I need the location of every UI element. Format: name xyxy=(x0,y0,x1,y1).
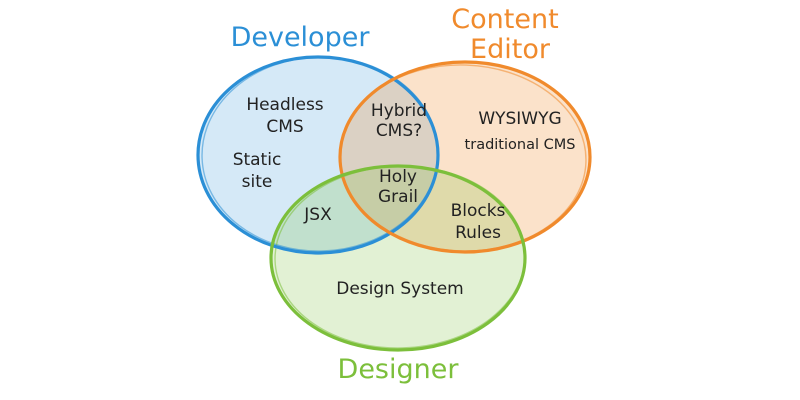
developer-circle-fill xyxy=(198,57,438,253)
region-label-static-site-line2: site xyxy=(242,172,273,192)
designer-circle xyxy=(269,164,527,352)
designer-title: Designer xyxy=(338,354,460,385)
region-label-holy-grail-line2: Grail xyxy=(378,187,418,207)
developer-circle xyxy=(196,55,440,255)
region-label-wysiwyg-line2: traditional CMS xyxy=(465,137,576,153)
content-editor-title-line1: Content xyxy=(451,4,558,35)
content-editor-title-line2: Editor xyxy=(470,34,551,65)
content-editor-circle-fill xyxy=(340,62,590,252)
region-label-hybrid-cms-line1: Hybrid xyxy=(371,101,427,121)
region-label-hybrid-cms-line2: CMS? xyxy=(376,121,422,141)
developer-title: Developer xyxy=(231,22,371,53)
content-editor-circle xyxy=(338,60,592,254)
designer-circle-fill xyxy=(271,166,525,350)
region-label-design-system: Design System xyxy=(336,279,464,299)
region-label-blocks-rules-line2: Rules xyxy=(455,223,501,243)
region-label-static-site-line1: Static xyxy=(233,150,282,170)
region-label-headless-cms-line2: CMS xyxy=(266,117,303,137)
region-label-blocks-rules-line1: Blocks xyxy=(451,201,506,221)
region-label-headless-cms-line1: Headless xyxy=(246,95,323,115)
region-label-holy-grail-line1: Holy xyxy=(379,167,417,187)
region-label-jsx: JSX xyxy=(303,205,332,225)
region-label-wysiwyg-line1: WYSIWYG xyxy=(478,109,561,129)
